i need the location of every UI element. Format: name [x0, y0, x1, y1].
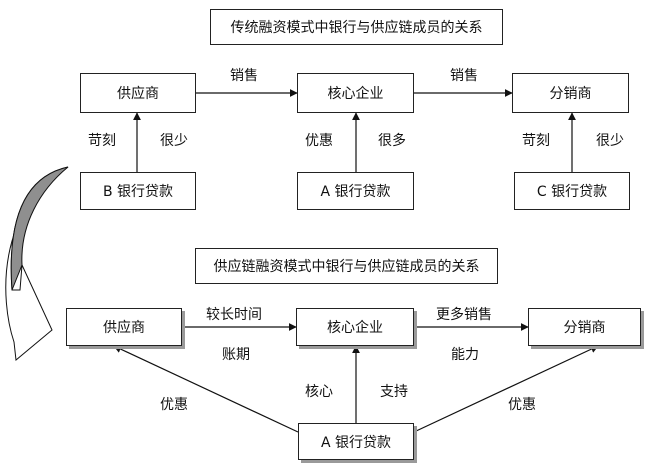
transition-arrow-shade [10, 166, 69, 291]
label-a-right: 很多 [378, 133, 406, 149]
top-supplier-node: 供应商 [80, 73, 196, 113]
label-more-sales-top: 更多销售 [436, 307, 492, 323]
top-title: 传统融资模式中银行与供应链成员的关系 [210, 9, 503, 45]
arrow-bank-to-distributor [413, 345, 599, 433]
label-core-right: 支持 [380, 384, 408, 400]
label-b-right: 很少 [160, 133, 188, 149]
bottom-supplier-node: 供应商 [66, 308, 182, 346]
bottom-bank-a-node: A 银行贷款 [298, 423, 414, 460]
top-bank-a-node: A 银行贷款 [297, 172, 414, 210]
label-c-left: 苛刻 [522, 133, 550, 149]
bottom-title: 供应链融资模式中银行与供应链成员的关系 [195, 248, 498, 284]
label-more-sales-bottom: 能力 [451, 347, 479, 363]
label-term-bottom: 账期 [222, 347, 250, 363]
label-c-right: 很少 [596, 133, 624, 149]
label-pref-right: 优惠 [508, 397, 536, 413]
arrow-bank-to-supplier [113, 345, 299, 433]
label-term-top: 较长时间 [206, 307, 262, 323]
label-sales-1: 销售 [230, 68, 258, 84]
top-bank-b-node: B 银行贷款 [80, 172, 196, 210]
top-distributor-node: 分销商 [512, 73, 629, 113]
label-b-left: 苛刻 [88, 133, 116, 149]
label-a-left: 优惠 [305, 133, 333, 149]
bottom-distributor-node: 分销商 [528, 308, 641, 346]
label-sales-2: 销售 [450, 68, 478, 84]
label-pref-left: 优惠 [160, 397, 188, 413]
bottom-core-node: 核心企业 [296, 308, 414, 346]
top-core-node: 核心企业 [297, 73, 414, 113]
top-bank-c-node: C 银行贷款 [514, 172, 630, 210]
label-core-left: 核心 [305, 384, 333, 400]
